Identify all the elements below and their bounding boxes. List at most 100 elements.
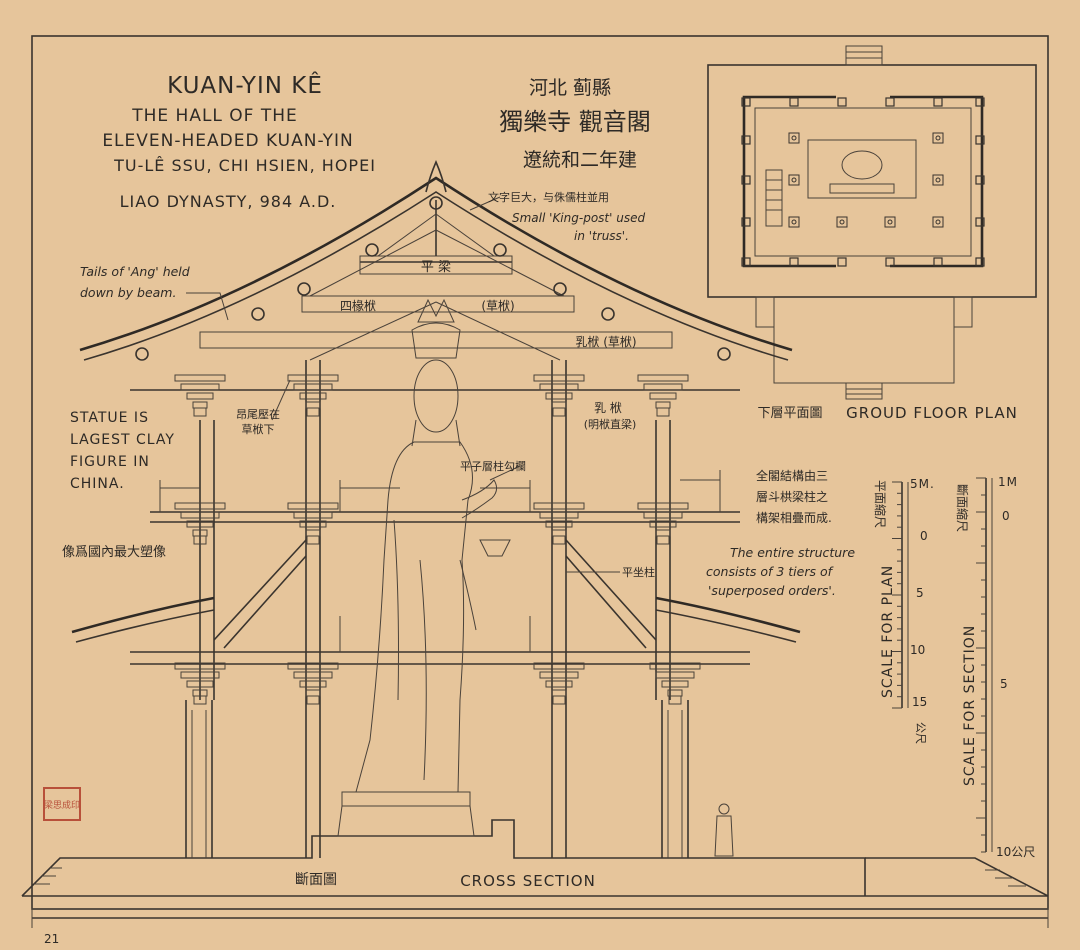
plan-column — [975, 175, 985, 185]
plan-column — [741, 97, 751, 107]
bracket-tier — [180, 383, 220, 391]
plan-column — [975, 257, 985, 267]
plan-column — [836, 216, 848, 228]
plan-scale-unit: 5M. — [910, 477, 935, 491]
bracket-tier — [180, 511, 220, 519]
plan-column — [932, 216, 944, 228]
note-column-flat: 平坐柱 — [622, 565, 655, 579]
bracket-tier — [545, 680, 573, 688]
note-tiers-en2: consists of 3 tiers of — [706, 564, 834, 579]
plan-column — [932, 132, 944, 144]
note-beam-four: 四椽栿 — [340, 298, 376, 313]
bracket-tier — [299, 520, 327, 528]
bracket-tier — [287, 662, 339, 670]
plan-column — [933, 97, 943, 107]
bracket-tier — [533, 662, 585, 670]
chinese-title-block: 河北 蓟縣 獨樂寺 觀音閣 遼統和二年建 — [499, 77, 651, 171]
section-scale-label-cn: 斷面縮尺 — [955, 484, 970, 532]
plan-column — [788, 216, 800, 228]
note-statue1: STATUE IS — [70, 410, 149, 426]
note-ang-tails1: Tails of 'Ang' held — [80, 264, 190, 279]
note-tiers-cn1: 全閣結構由三 — [756, 468, 828, 483]
plan-column — [788, 174, 800, 186]
bracket-tier — [649, 520, 677, 528]
bracket-tier — [299, 680, 327, 688]
chinese-title-line1: 河北 蓟縣 — [529, 77, 611, 99]
plan-column — [741, 135, 751, 145]
plan-column-center — [791, 135, 797, 141]
note-king-post-en2: in 'truss'. — [574, 229, 629, 243]
scale-for-plan: 5M. 0 5 10 15 公尺 平面縮尺 SCALE FOR PLAN — [873, 477, 935, 744]
bracket-tier — [643, 511, 683, 519]
plan-scale-tick-15: 15 — [912, 695, 927, 709]
plan-scale-label-cn: 平面縮尺 — [873, 480, 888, 528]
note-tiers-en1: The entire structure — [730, 545, 855, 560]
bracket-tier — [174, 662, 226, 670]
bracket-sets — [174, 374, 701, 705]
bracket-tier — [293, 383, 333, 391]
bracket-tier — [287, 374, 339, 382]
bracket-tier — [533, 502, 585, 510]
bracket-block — [668, 695, 682, 705]
plan-column — [932, 174, 944, 186]
note-king-post-en1: Small 'King-post' used — [512, 211, 645, 225]
plan-column-center — [791, 219, 797, 225]
note-beam-cao: (草栿) — [481, 298, 514, 313]
note-tiers-en3: 'superposed orders'. — [708, 583, 836, 598]
note-statue4: CHINA. — [70, 476, 125, 492]
bracket-tier — [545, 392, 573, 400]
bracket-tier — [180, 671, 220, 679]
title-line1: KUAN-YIN KÊ — [167, 71, 323, 99]
chinese-title-line3: 遼統和二年建 — [523, 149, 637, 171]
plan-column — [885, 97, 895, 107]
section-scale-unit: 1M — [998, 475, 1018, 489]
note-ang-under2: 草栿下 — [242, 422, 275, 436]
title-line4: TU-LÊ SSU, CHI HSIEN, HOPEI — [113, 156, 376, 175]
plan-column-center — [935, 177, 941, 183]
page-number: 21 — [44, 932, 59, 946]
note-beam-mid2: (明栿直梁) — [584, 417, 637, 431]
plan-column — [975, 217, 985, 227]
plan-scale-tick-0: 0 — [920, 529, 928, 543]
plan-scale-tick-10: 10 — [910, 643, 925, 657]
bracket-block — [306, 695, 320, 705]
plan-column — [789, 257, 799, 267]
plan-column — [933, 257, 943, 267]
plan-scale-tick-5: 5 — [916, 586, 924, 600]
plan-column-center — [839, 219, 845, 225]
seal-text: 梁思成印 — [44, 799, 80, 811]
bracket-block — [552, 535, 566, 545]
bracket-tier — [539, 671, 579, 679]
bracket-tier — [293, 671, 333, 679]
plan-scale-label-en: SCALE FOR PLAN — [880, 565, 896, 698]
plan-column-center — [791, 177, 797, 183]
bracket-tier — [174, 502, 226, 510]
chinese-title-line2: 獨樂寺 觀音閣 — [499, 108, 651, 136]
bracket-block — [193, 407, 207, 417]
bracket-tier — [174, 374, 226, 382]
bracket-block — [306, 407, 320, 417]
bracket-block — [193, 535, 207, 545]
bracket-tier — [643, 383, 683, 391]
cross-section — [21, 159, 1049, 897]
bracket-tier — [533, 374, 585, 382]
plan-column — [741, 257, 751, 267]
bracket-tier — [649, 392, 677, 400]
bracket-block — [306, 535, 320, 545]
bracket-tier — [545, 520, 573, 528]
bracket-tier — [186, 680, 214, 688]
note-beam-ru: 乳栿 (草栿) — [575, 334, 636, 349]
note-column-top: 平子層柱勾欄 — [460, 459, 526, 473]
note-statue-cn: 像爲國內最大塑像 — [62, 545, 166, 560]
kuan-yin-statue — [337, 298, 511, 837]
note-statue2: LAGEST CLAY — [70, 432, 175, 448]
bracket-block — [552, 407, 566, 417]
bracket-tier — [637, 502, 689, 510]
drawing-border — [31, 35, 1049, 910]
plan-column-center — [935, 135, 941, 141]
section-scale-tick-5: 5 — [1000, 677, 1008, 691]
note-tiers-cn3: 構架相疊而成. — [756, 511, 832, 525]
plan-column — [788, 132, 800, 144]
note-ang-tails2: down by beam. — [80, 285, 176, 300]
